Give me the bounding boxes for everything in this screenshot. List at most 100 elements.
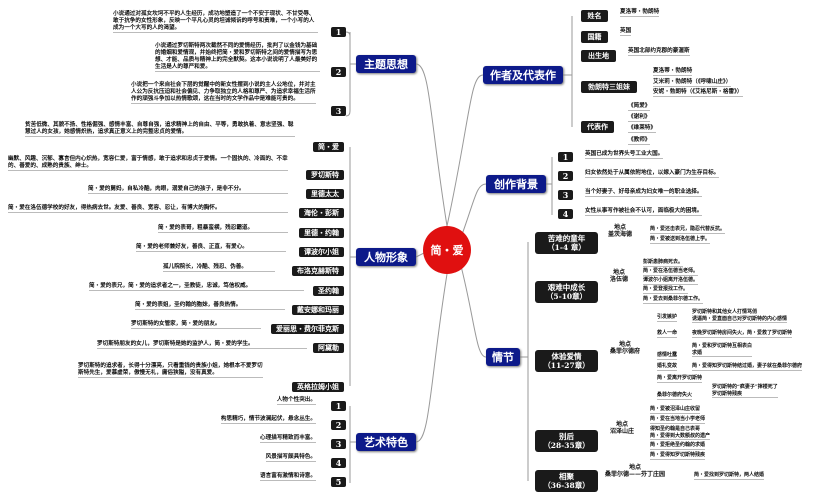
location-label: 地点 bbox=[629, 464, 642, 471]
plot-stage[interactable]: 别后（28-35章） bbox=[535, 430, 598, 452]
event: 简・爱在当地当小学老师 bbox=[650, 416, 706, 424]
background-text: 当个好妻子、好母亲成为妇女唯一的职业选择。 bbox=[585, 189, 703, 197]
branch-characters[interactable]: 人物形象 bbox=[356, 248, 416, 266]
nationality-label[interactable]: 国籍 bbox=[581, 31, 608, 43]
character-label[interactable]: 英格拉姆小姐 bbox=[292, 382, 344, 392]
character-desc: 罗切斯特的女管家，简・爱的朋友。 bbox=[131, 321, 261, 329]
stage-chapters: （5-10章） bbox=[545, 292, 588, 301]
character-label[interactable]: 罗切斯特 bbox=[306, 170, 344, 180]
event: 简・爱拒绝圣约翰的求婚 bbox=[650, 442, 706, 450]
character-desc: 简・爱的表哥，粗暴蛮横，残忍霸道。 bbox=[158, 225, 288, 233]
character-desc: 简・爱的表兄，简・爱的追求者之一，圣教徒，忠诚，笃信权威。 bbox=[89, 283, 304, 291]
plot-stage[interactable]: 相聚（36-38章） bbox=[535, 470, 598, 492]
event: 简・爱找到罗切斯特，两人结婚 bbox=[694, 472, 765, 480]
location-name: 桑菲尔德——芬丁庄园 bbox=[605, 471, 666, 478]
stage-chapters: （1-4 章） bbox=[547, 243, 586, 252]
nationality: 英国 bbox=[620, 28, 632, 36]
plot-stage[interactable]: 艰难中成长（5-10章） bbox=[535, 281, 598, 303]
location-name: 沼泽山庄 bbox=[610, 428, 635, 435]
character-label[interactable]: 里德・约翰 bbox=[299, 228, 344, 238]
character-label[interactable]: 圣约翰 bbox=[313, 286, 344, 296]
art-num[interactable]: 1 bbox=[331, 401, 346, 411]
event-tag: 救人一命 bbox=[657, 330, 678, 338]
background-num[interactable]: 4 bbox=[558, 209, 573, 219]
character-desc: 罗切斯特朋友的女儿，罗切斯特是她的监护人，简・爱的学生。 bbox=[97, 341, 307, 349]
author-name-label[interactable]: 姓名 bbox=[581, 10, 608, 22]
location-label: 地点 bbox=[619, 341, 632, 348]
location-label: 地点 bbox=[613, 269, 626, 276]
background-text: 英国已成为世界头号工业大国。 bbox=[585, 151, 664, 159]
theme-num[interactable]: 1 bbox=[331, 27, 346, 37]
branch-background[interactable]: 创作背景 bbox=[486, 175, 546, 193]
sister: 艾米莉・勃朗特（《呼啸山庄》） bbox=[653, 79, 732, 87]
stage-title: 体验爱情 bbox=[551, 352, 582, 361]
event: 谭波尔小姐离开洛伍德。 bbox=[643, 277, 699, 285]
character-desc: 贫苦低微、其貌不扬、性格倔强、感情丰富、自尊自强，追求精神上的自由、平等，勇敢执… bbox=[25, 122, 295, 137]
sisters-label[interactable]: 勃朗特三姐妹 bbox=[581, 81, 637, 93]
character-desc: 简・爱的老师兼好友，善良、正直，有爱心。 bbox=[136, 244, 286, 252]
location-name: 盖茨海德 bbox=[608, 231, 633, 238]
background-text: 女性从事写作被社会不认可，面临极大的困境。 bbox=[585, 208, 703, 216]
plot-stage[interactable]: 苦难的童年（1-4 章） bbox=[535, 232, 598, 254]
event: 简・爱还击表兄，隐忍代替反抗。 bbox=[650, 226, 726, 234]
character-label[interactable]: 简・爱 bbox=[313, 142, 344, 152]
art-text: 构思精巧，情节波澜起伏，悬念丛生。 bbox=[220, 416, 316, 424]
character-label[interactable]: 里德太太 bbox=[306, 189, 344, 199]
art-text: 语言富有激情和诗意。 bbox=[260, 473, 316, 481]
character-desc: 简・爱的舅妈，自私冷酷，肉眼，溺爱自己的孩子，是非不分。 bbox=[88, 186, 288, 194]
art-num[interactable]: 3 bbox=[331, 439, 346, 449]
branch-plot[interactable]: 情节 bbox=[486, 348, 520, 366]
background-num[interactable]: 1 bbox=[558, 152, 573, 162]
central-topic[interactable]: 简・爱 bbox=[423, 226, 471, 274]
event-tag: 婚礼变故 bbox=[657, 363, 678, 371]
background-num[interactable]: 3 bbox=[558, 190, 573, 200]
art-num[interactable]: 4 bbox=[331, 458, 346, 468]
event: 得知圣约翰是自己表哥 简・爱得到大数额叔的遗产 bbox=[650, 426, 711, 440]
work: 《教师》 bbox=[628, 137, 651, 145]
stage-title: 相聚 bbox=[559, 472, 574, 481]
stage-location: 地点桑菲尔德——芬丁庄园 bbox=[605, 464, 665, 478]
stage-title: 别后 bbox=[559, 432, 574, 441]
art-text: 人物个性突出。 bbox=[276, 397, 316, 405]
character-desc: 简・爱在洛伍德学校的好友，得热病去世。友爱、善良、宽容、忍让，有博大的胸怀。 bbox=[8, 205, 288, 213]
event: 简・爱在洛伍德当老师。 bbox=[643, 268, 699, 276]
art-num[interactable]: 5 bbox=[331, 477, 346, 487]
birthplace-label[interactable]: 出生地 bbox=[581, 50, 616, 62]
stage-location: 地点桑菲尔德府 bbox=[610, 341, 640, 355]
works-label[interactable]: 代表作 bbox=[581, 121, 614, 133]
character-label[interactable]: 海伦・彭斯 bbox=[299, 208, 344, 218]
branch-art[interactable]: 艺术特色 bbox=[356, 433, 416, 451]
character-label[interactable]: 谭波尔小姐 bbox=[299, 247, 344, 257]
theme-num[interactable]: 2 bbox=[331, 67, 346, 77]
art-text: 风景描写颇具特色。 bbox=[265, 454, 316, 462]
event: 罗切斯特和其他女人打情骂俏 诱逼简・爱直面自己对罗切斯特的内心感情 bbox=[692, 309, 788, 323]
character-label[interactable]: 阿黛勒 bbox=[313, 343, 344, 353]
location-label: 地点 bbox=[616, 421, 629, 428]
stage-chapters: （36-38章） bbox=[543, 481, 590, 490]
theme-num[interactable]: 3 bbox=[331, 106, 346, 116]
character-desc: 孤儿院院长，冷酷、残忍、伪善。 bbox=[163, 264, 275, 272]
event: 简・爱被送到洛伍德上学。 bbox=[650, 236, 711, 244]
art-num[interactable]: 2 bbox=[331, 420, 346, 430]
plot-stage[interactable]: 体验爱情（11-27章） bbox=[535, 350, 598, 372]
stage-chapters: （11-27章） bbox=[543, 361, 590, 370]
event-tag: 桑菲尔德府失火 bbox=[657, 392, 693, 400]
character-label[interactable]: 爱丽思・费尔菲克斯 bbox=[271, 324, 344, 334]
location-name: 洛伍德 bbox=[610, 276, 629, 283]
branch-theme[interactable]: 主题思想 bbox=[356, 55, 416, 73]
character-label[interactable]: 布洛克赫斯特 bbox=[292, 266, 344, 276]
character-desc: 罗切斯特的追求者，长得十分漂亮，只看重钱的贵族小姐，她根本不爱罗切斯特先生，爱慕… bbox=[78, 363, 263, 378]
branch-author[interactable]: 作者及代表作 bbox=[483, 66, 563, 84]
stage-title: 苦难的童年 bbox=[547, 234, 586, 243]
sister: 夏洛蒂・勃朗特 bbox=[653, 68, 693, 76]
stage-title: 艰难中成长 bbox=[547, 283, 586, 292]
event-tag: 引发嫉妒 bbox=[657, 314, 678, 322]
character-desc: 简・爱的表姐，圣约翰的胞妹，善良热情。 bbox=[135, 302, 285, 310]
theme-text: 小说通过对孤女坎坷不平的人生经历，成功地塑造了一个不安于现状、不甘受辱、敢于抗争… bbox=[113, 11, 318, 33]
background-num[interactable]: 2 bbox=[558, 171, 573, 181]
event: 简・爱去到桑菲尔德工作。 bbox=[643, 296, 704, 304]
theme-text: 小说通过罗切斯特两次截然不同的爱情经历，批判了以金钱为基础的婚姻和爱情观，并始终… bbox=[155, 43, 320, 72]
character-label[interactable]: 戴安娜和玛丽 bbox=[292, 305, 344, 315]
event-tag: 感情吐露 bbox=[657, 352, 678, 360]
